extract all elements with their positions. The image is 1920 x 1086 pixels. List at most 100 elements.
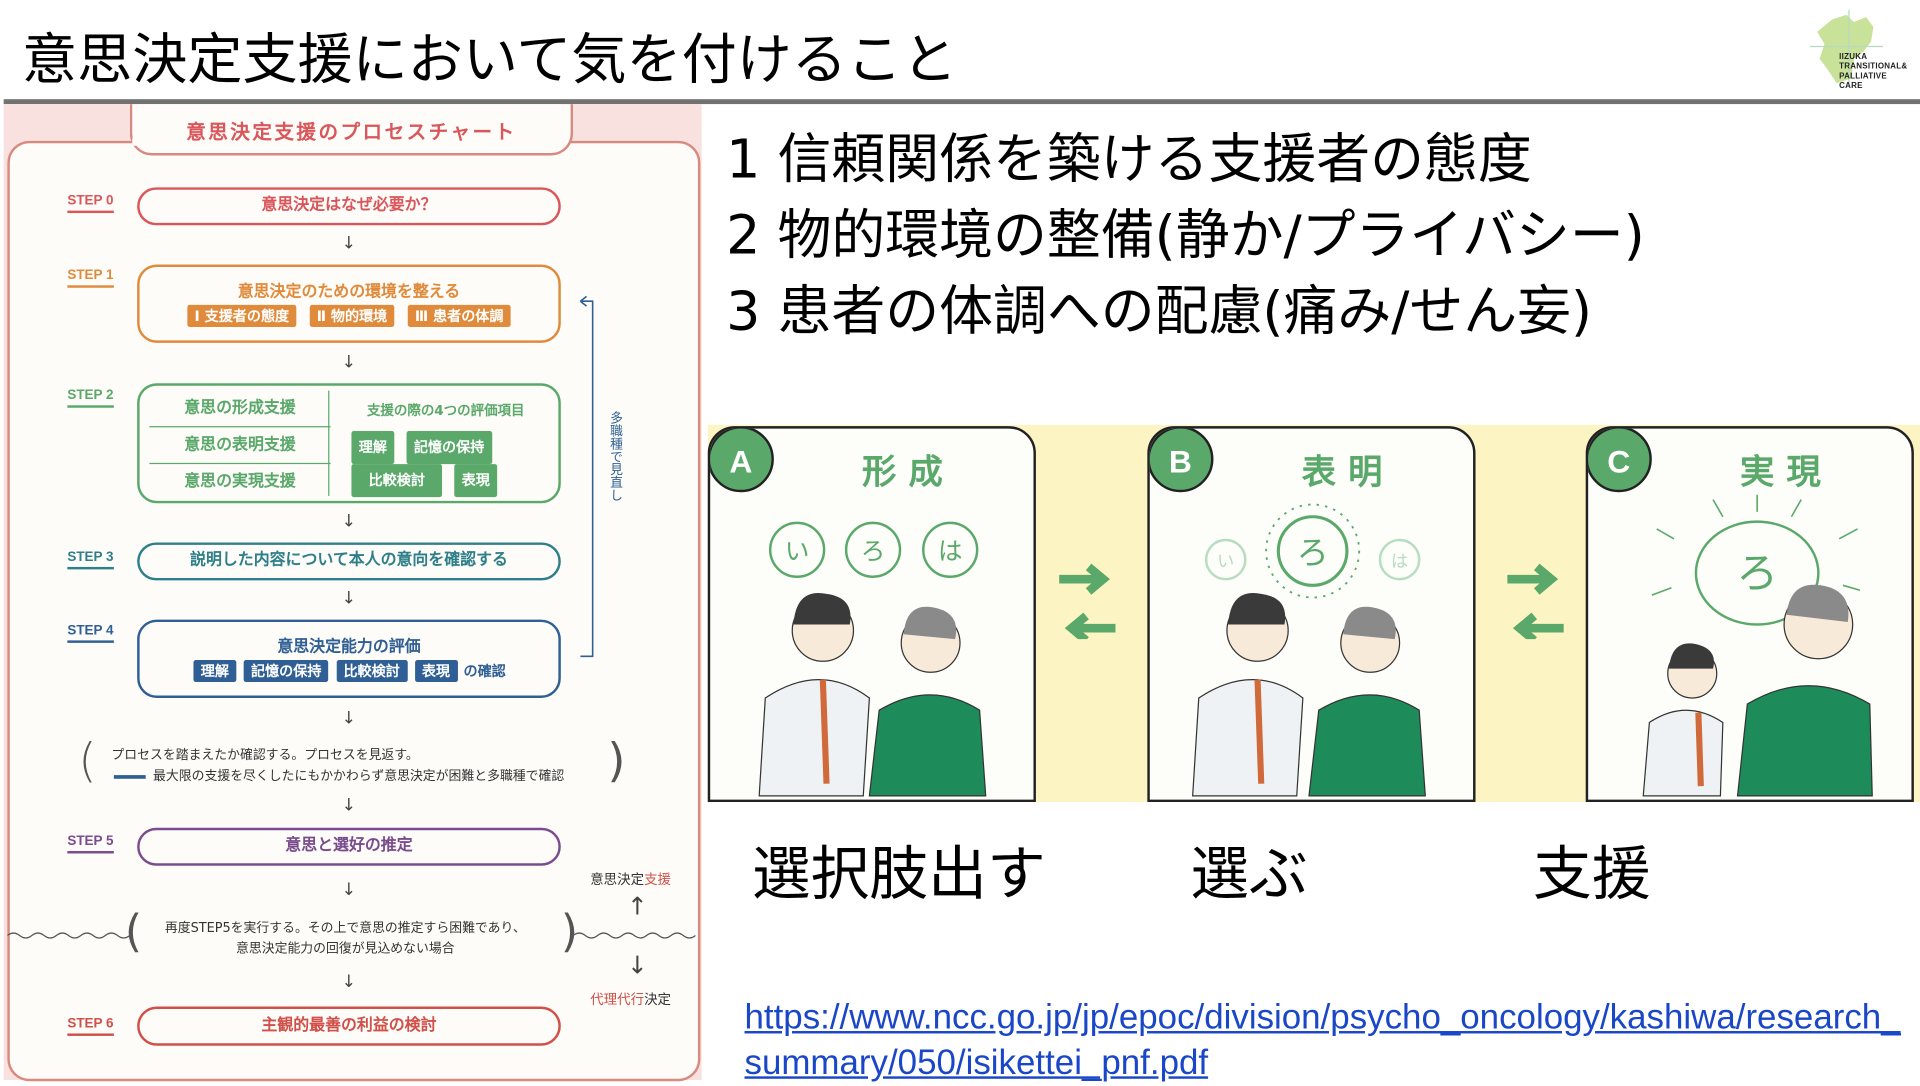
logo-line: IIZUKA: [1839, 52, 1868, 62]
step-1-box: 意思決定のための環境を整える Ⅰ 支援者の態度 Ⅱ 物的環境 Ⅲ 患者の体調: [137, 264, 561, 343]
title-divider: [3, 99, 1920, 105]
label-part: 意思決定: [590, 871, 645, 888]
step-0-label: STEP 0: [67, 193, 114, 214]
key-points: 1 信頼関係を築ける支援者の態度 2 物的環境の整備(静か/プライバシー) 3 …: [726, 122, 1645, 350]
point-item: 3 患者の体調への配慮(痛み/せん妄): [726, 280, 1593, 343]
svg-text:い: い: [1217, 552, 1234, 572]
logo-line: PALLIATIVE: [1839, 72, 1887, 81]
chip: 表現: [454, 464, 498, 498]
down-arrow-icon: ↓: [341, 233, 357, 254]
badge-a: A: [710, 428, 774, 493]
eval-title: 支援の際の4つの評価項目: [366, 402, 525, 419]
itpc-logo: IIZUKA TRANSITIONAL& PALLIATIVE CARE: [1805, 9, 1915, 93]
point-item: 1 信頼関係を築ける支援者の態度: [726, 128, 1532, 192]
chip: 理解: [351, 431, 395, 465]
card-title: 形成: [862, 451, 956, 493]
bracket-right: ): [607, 733, 626, 788]
badge-c: C: [1588, 428, 1652, 493]
divider: [328, 390, 330, 496]
step-2-label: STEP 2: [67, 388, 114, 408]
support-item: 意思の実現支援: [184, 472, 296, 492]
up-arrow-icon: ↑: [626, 891, 648, 921]
note-line-with-arrow: 最大限の支援を尽くしたにもかかわらず意思決定が困難と多職種で確認: [113, 767, 565, 785]
step-2-left: 意思の形成支援 意思の表明支援 意思の実現支援: [149, 391, 331, 500]
review-loop-bracket: [579, 295, 594, 658]
logo-line: CARE: [1839, 82, 1863, 91]
chart-title-tab: [129, 104, 574, 156]
note-line: プロセスを踏まえたか確認する。プロセスを見返す。: [111, 748, 419, 763]
step-3-label: STEP 3: [67, 550, 114, 570]
down-arrow-icon: ↓: [341, 795, 357, 816]
note-line: 意思決定能力の回復が見込めない場合: [236, 941, 455, 957]
wavy-line-left: [7, 932, 130, 939]
chart-title: 意思決定支援のプロセスチャート: [186, 120, 517, 144]
note-text: 最大限の支援を尽くしたにもかかわらず意思決定が困難と多職種で確認: [153, 768, 565, 784]
svg-text:い: い: [785, 537, 809, 566]
chip: 記憶の保持: [243, 660, 329, 683]
chip: 表現: [414, 660, 458, 683]
svg-text:は: は: [938, 537, 962, 566]
tab-joint: [132, 138, 566, 146]
chip: Ⅰ 支援者の態度: [187, 304, 297, 327]
step-5-box: 意思と選好の推定: [137, 827, 561, 866]
step-3-box: 説明した内容について本人の意向を確認する: [137, 542, 561, 581]
support-item: 意思の表明支援: [149, 427, 331, 465]
svg-text:は: は: [1391, 552, 1408, 572]
svg-text:ろ: ろ: [1297, 533, 1329, 571]
chip: 理解: [193, 660, 237, 683]
down-arrow-icon: ↓: [341, 352, 357, 373]
chip: 比較検討: [351, 464, 443, 498]
card-formation: A 形成 い ろ は: [707, 426, 1036, 803]
wavy-line-right: [573, 932, 696, 939]
svg-text:ろ: ろ: [1736, 549, 1778, 598]
card-title: 表明: [1301, 451, 1395, 493]
bracket-left: (: [124, 907, 143, 958]
down-arrow-icon: ↓: [626, 950, 648, 980]
bidirectional-arrows-icon: [1505, 563, 1566, 644]
down-arrow-icon: ↓: [341, 511, 357, 532]
step-1-text: 意思決定のための環境を整える: [237, 282, 461, 302]
caption-choose: 選ぶ: [1190, 840, 1308, 909]
chip: 比較検討: [336, 660, 408, 683]
down-arrow-icon: ↓: [341, 880, 357, 901]
chip: Ⅲ 患者の体調: [407, 304, 511, 327]
source-link[interactable]: https://www.ncc.go.jp/jp/epoc/division/p…: [744, 997, 1901, 1083]
badge-b: B: [1149, 428, 1214, 493]
caption-support: 支援: [1533, 840, 1651, 909]
logo-line: TRANSITIONAL&: [1839, 62, 1908, 72]
down-arrow-icon: ↓: [341, 708, 357, 729]
label-part: 支援: [644, 871, 672, 888]
step-0-box: 意思決定はなぜ必要か？: [137, 187, 561, 226]
step-4-box: 意思決定能力の評価 理解 記憶の保持 比較検討 表現 の確認: [137, 619, 561, 698]
point-item: 2 物的環境の整備(静か/プライバシー): [726, 204, 1645, 267]
bracket-right: ): [560, 907, 579, 958]
person-realized-illustration: ろ: [1642, 494, 1873, 797]
label-part: 代理代行: [590, 991, 645, 1008]
proxy-decision-label: 代理代行決定: [590, 989, 671, 1009]
card-realization: C 実現 ろ: [1585, 426, 1914, 803]
label-part: 決定: [644, 991, 672, 1008]
caption-options: 選択肢出す: [751, 840, 1046, 909]
right-arrow-icon: [113, 774, 146, 779]
down-arrow-icon: ↓: [341, 588, 357, 609]
down-arrow-icon: ↓: [341, 972, 357, 992]
slide-title: 意思決定支援において気を付けること: [22, 26, 958, 92]
person-expressing-illustration: いろは: [1192, 503, 1426, 797]
support-item: 意思の形成支援: [149, 391, 331, 428]
card-expression: B 表明 い ろは: [1147, 426, 1476, 803]
note-line: 再度STEP5を実行する。その上で意思の推定すら困難であり、: [164, 920, 526, 936]
confirm-suffix: の確認: [463, 662, 506, 680]
map-logo-icon: [1809, 9, 1884, 86]
step-1-label: STEP 1: [67, 268, 114, 288]
people-talking-illustration: いろは: [758, 521, 987, 797]
step-2-box: 意思の形成支援 意思の表明支援 意思の実現支援 支援の際の4つの評価項目 理解 …: [137, 383, 561, 504]
svg-text:ろ: ろ: [861, 537, 885, 566]
support-decision-label: 意思決定支援: [590, 869, 671, 889]
step-6-box: 主観的最善の利益の検討: [137, 1006, 561, 1046]
step-6-label: STEP 6: [67, 1016, 114, 1036]
step-5-label: STEP 5: [67, 834, 114, 854]
side-review-label: 多職種で見直し: [608, 411, 624, 502]
step-4-label: STEP 4: [67, 623, 114, 643]
card-title: 実現: [1739, 451, 1834, 493]
